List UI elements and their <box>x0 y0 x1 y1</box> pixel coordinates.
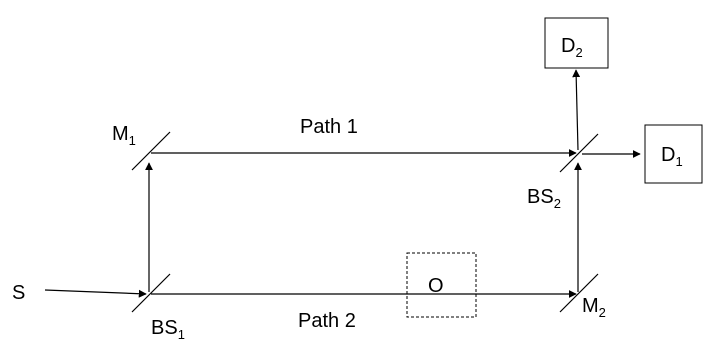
bs2-to-d2-beam <box>572 69 581 151</box>
path1-label: Path 1 <box>300 116 358 138</box>
detector-d2-box <box>544 17 609 69</box>
bs1-label: BS1 <box>151 317 185 339</box>
object-box <box>406 252 477 318</box>
bs2-label: BS2 <box>527 186 561 211</box>
m1-mirror <box>131 131 171 171</box>
bs1-splitter <box>131 273 171 313</box>
m1-label: M1 <box>112 123 136 148</box>
bs2-splitter <box>559 133 599 173</box>
d1-label: D1 <box>661 144 683 169</box>
source-beam <box>44 289 147 298</box>
m2-mirror <box>559 273 599 313</box>
source-label: S <box>12 282 25 304</box>
object-label: O <box>428 275 444 297</box>
path2-label: Path 2 <box>298 310 356 332</box>
m2-label: M2 <box>582 295 606 320</box>
detector-d1-box <box>644 124 703 184</box>
d2-label: D2 <box>561 35 583 60</box>
